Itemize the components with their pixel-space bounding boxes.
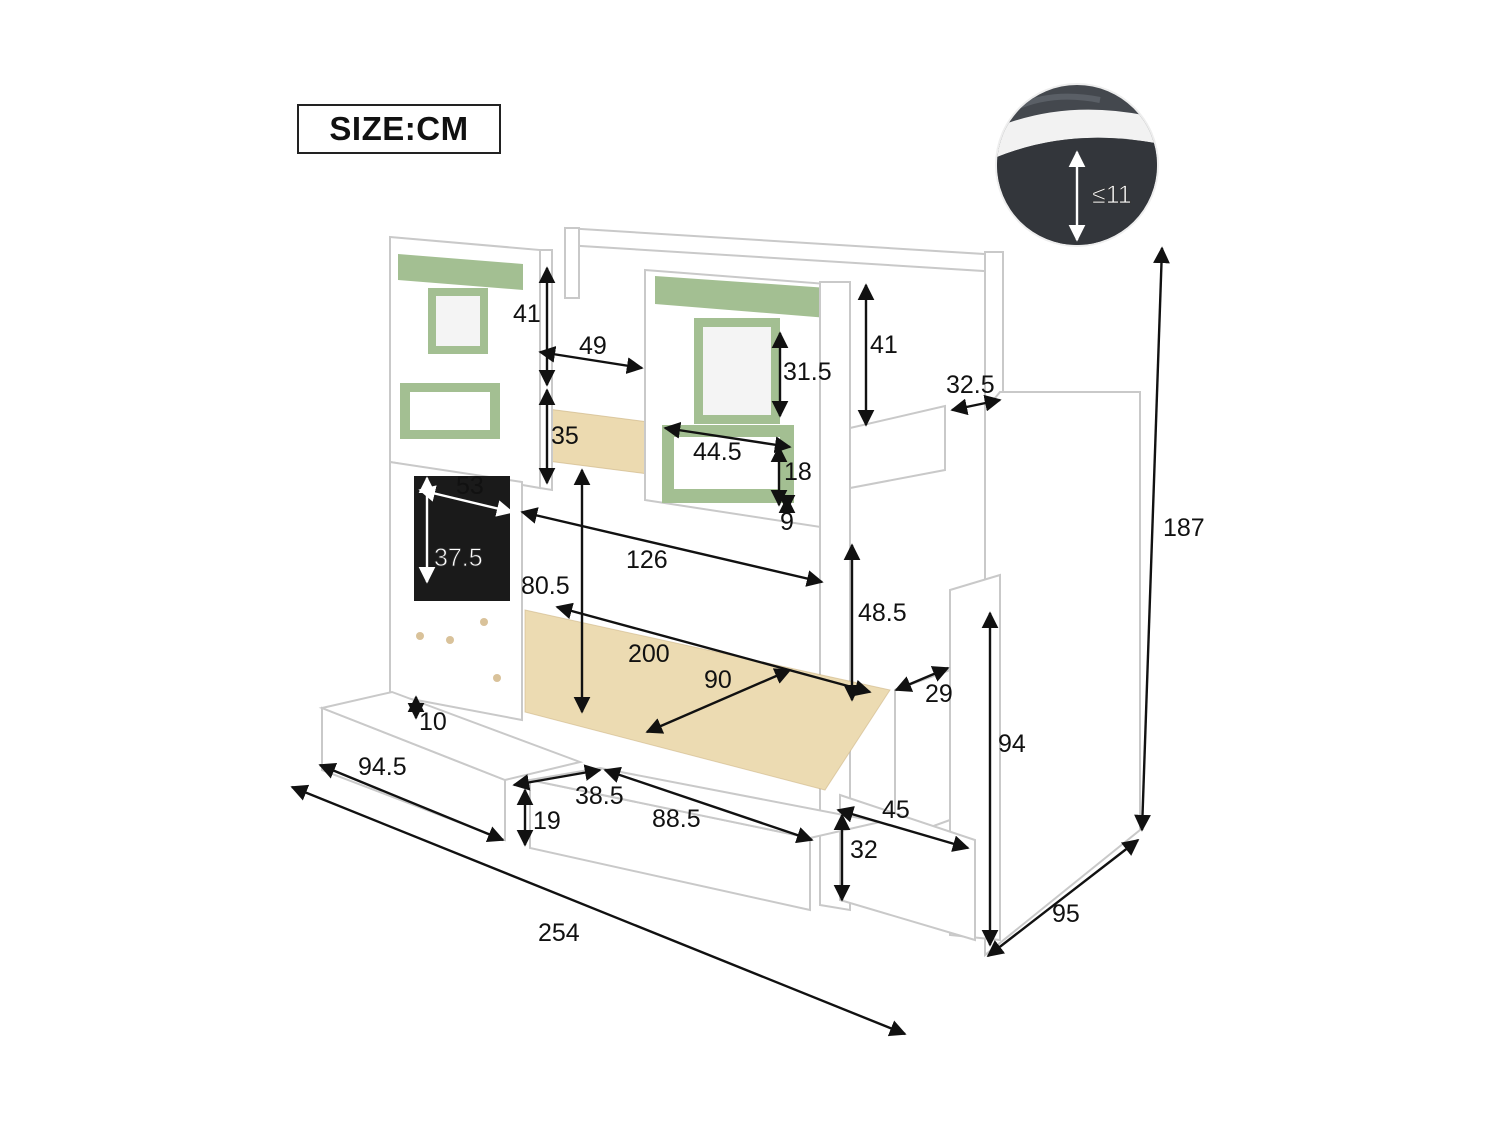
label-drawer-depth: 38.5	[575, 782, 624, 810]
label-chalkboard-width: 53	[456, 472, 484, 500]
label-depth: 95	[1052, 900, 1080, 928]
label-top-step-width: 32.5	[946, 371, 995, 399]
label-rail-height-left: 41	[513, 300, 541, 328]
label-left-clearance: 80.5	[521, 572, 570, 600]
label-stair-height: 94	[998, 730, 1026, 758]
label-chalkboard-height: 37.5	[434, 544, 483, 572]
label-bed-length: 200	[628, 640, 670, 668]
label-step-height: 32	[850, 836, 878, 864]
label-bed-width: 90	[704, 666, 732, 694]
label-drawer2-length: 88.5	[652, 805, 701, 833]
label-step-depth: 29	[925, 680, 953, 708]
label-upper-length: 126	[626, 546, 668, 574]
label-window-width: 49	[579, 332, 607, 360]
mattress-inset: ≤11	[995, 83, 1159, 247]
label-drawer-length: 94.5	[358, 753, 407, 781]
label-ground-clearance: 10	[419, 708, 447, 736]
label-step-width: 45	[882, 796, 910, 824]
bed-frame	[318, 226, 1141, 958]
label-shelf-height: 35	[551, 422, 579, 450]
mattress-thickness-label: ≤11	[1092, 181, 1132, 209]
dimension-labels: 187 254 95 41 41 49 31.5 35 44.5 18 9 32…	[358, 300, 1205, 947]
label-window-height: 31.5	[783, 358, 832, 386]
unit-label: SIZE:CM	[297, 104, 501, 154]
label-total-length: 254	[538, 919, 580, 947]
label-right-clearance: 48.5	[858, 599, 907, 627]
label-shelf-depth: 18	[784, 458, 812, 486]
label-shelf-width: 44.5	[693, 438, 742, 466]
label-total-height: 187	[1163, 514, 1205, 542]
label-rail-height-right: 41	[870, 331, 898, 359]
label-drawer-height: 19	[533, 807, 561, 835]
label-shelf-lip: 9	[780, 508, 794, 536]
dimension-arrows	[290, 246, 1170, 1037]
